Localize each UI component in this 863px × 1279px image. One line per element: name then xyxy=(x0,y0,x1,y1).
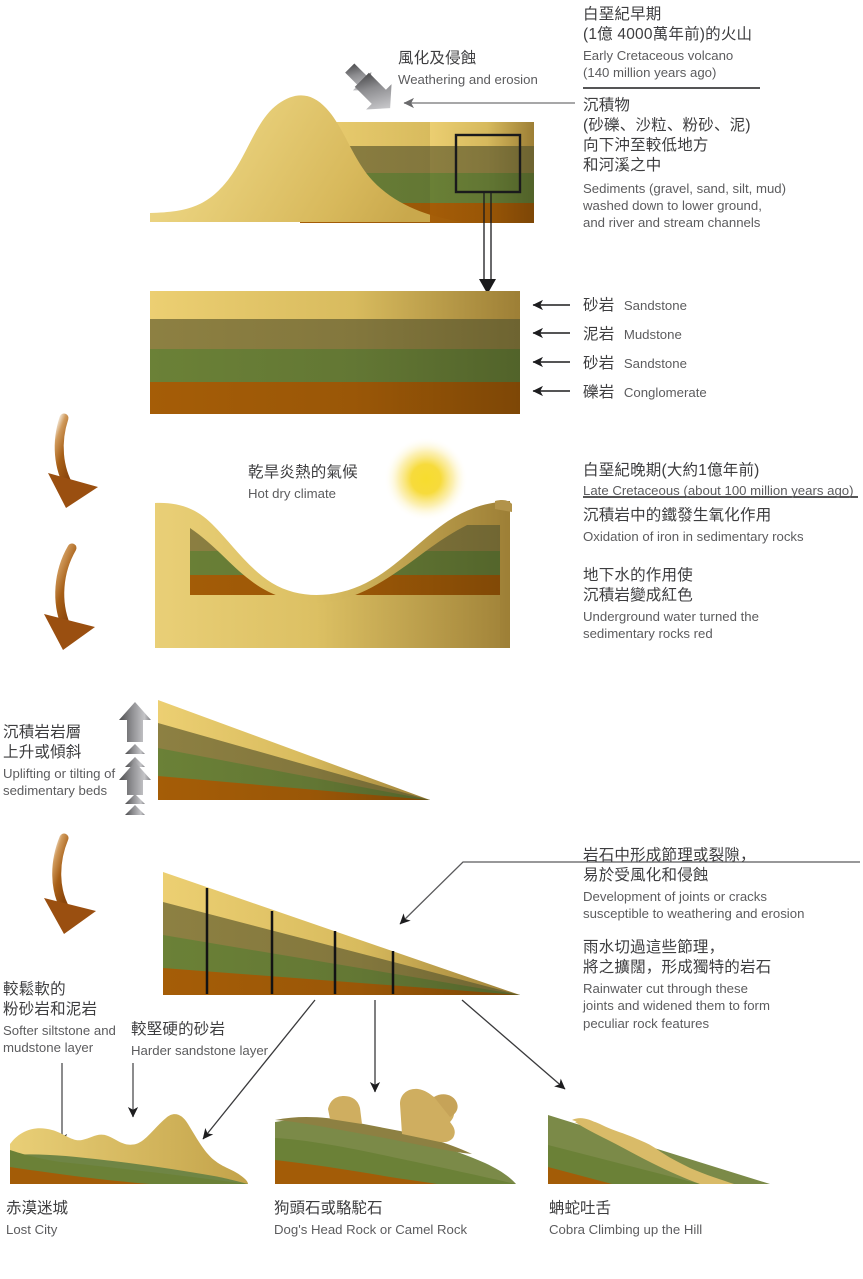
sediments-zh-4: 和河溪之中 xyxy=(583,157,662,175)
landform-lost-city xyxy=(10,1114,248,1184)
late-cretaceous-en: Late Cretaceous (about 100 million years… xyxy=(583,483,854,499)
groundwater-en-2: sedimentary rocks red xyxy=(583,626,713,642)
volcano-heading-zh-1: 白堊紀早期 xyxy=(583,6,662,23)
process-arrow-2 xyxy=(44,543,95,650)
joints-zh-1: 岩石中形成節理或裂隙， xyxy=(583,847,756,864)
joints-block: 岩石中形成節理或裂隙， 易於受風化和侵蝕 Development of join… xyxy=(583,846,804,923)
layer-label-1: 泥岩 Mudstone xyxy=(583,325,682,345)
uplift-zh-1: 沉積岩岩層 xyxy=(3,724,82,741)
softer-zh-1: 較鬆軟的 xyxy=(3,981,66,998)
sediments-zh-3: 向下沖至較低地方 xyxy=(583,137,709,155)
volcano-heading-en-1: Early Cretaceous volcano xyxy=(583,48,734,64)
layer-label-2: 砂岩 Sandstone xyxy=(583,354,687,374)
landform-connector-arrows xyxy=(202,999,566,1140)
rainwater-block: 雨水切過這些節理， 將之擴闊，形成獨特的岩石 Rainwater cut thr… xyxy=(583,938,771,1032)
layer-label-3: 礫岩 Conglomerate xyxy=(583,383,707,403)
layer-label-2-en: Sandstone xyxy=(623,356,687,371)
joints-en-2: susceptible to weathering and erosion xyxy=(583,906,805,922)
softer-zh-2: 粉砂岩和泥岩 xyxy=(3,1001,98,1019)
groundwater-en-1: Underground water turned the xyxy=(583,609,759,625)
process-arrow-3 xyxy=(44,833,96,934)
landform-dogs-head-rock xyxy=(275,1088,516,1184)
harder-layer-block: 較堅硬的砂岩 Harder sandstone layer xyxy=(131,1020,268,1059)
layer-label-3-en: Conglomerate xyxy=(623,385,707,400)
layer-label-1-en: Mudstone xyxy=(623,327,682,342)
sediments-zh-2: (砂礫、沙粒、粉砂、泥) xyxy=(583,117,751,135)
joints-zh-2: 易於受風化和侵蝕 xyxy=(583,867,709,885)
sun-icon xyxy=(384,437,468,521)
rainwater-zh-1: 雨水切過這些節理， xyxy=(583,939,725,956)
sediments-en-3: and river and stream channels xyxy=(583,214,761,230)
uplift-en-2: sedimentary beds xyxy=(3,783,108,799)
weathering-label-zh: 風化及侵蝕 xyxy=(398,50,477,67)
groundwater-zh-1: 地下水的作用使 xyxy=(583,567,693,584)
volcano-heading-en-2: (140 million years ago) xyxy=(583,65,717,81)
sediments-zh-1: 沉積物 xyxy=(583,97,631,114)
stage5-jointed-beds xyxy=(163,872,520,995)
caption-dogs-head-zh: 狗頭石或駱駝石 xyxy=(274,1200,383,1217)
oxidation-zh: 沉積岩中的鐵發生氧化作用 xyxy=(583,507,772,524)
stage1-volcano-scene xyxy=(150,63,760,294)
oxidation-en: Oxidation of iron in sedimentary rocks xyxy=(583,529,804,545)
layer-label-1-zh: 泥岩 xyxy=(583,326,615,343)
uplift-block: 沉積岩岩層 上升或傾斜 Uplifting or tilting of sedi… xyxy=(3,723,115,800)
harder-en-1: Harder sandstone layer xyxy=(131,1043,269,1059)
layer-label-2-zh: 砂岩 xyxy=(583,355,615,372)
caption-dogs-head: 狗頭石或駱駝石 Dog's Head Rock or Camel Rock xyxy=(274,1199,467,1238)
volcano-cone xyxy=(150,95,462,222)
weathering-arrows-icon xyxy=(345,63,392,110)
softer-en-1: Softer siltstone and xyxy=(3,1023,116,1039)
process-arrow-1 xyxy=(48,413,98,508)
late-cretaceous-zh: 白堊紀晚期(大約1億年前) xyxy=(583,462,760,479)
layer-label-3-zh: 礫岩 xyxy=(583,384,615,401)
caption-lost-city-en: Lost City xyxy=(6,1222,58,1238)
rainwater-en-1: Rainwater cut through these xyxy=(583,981,748,997)
climate-zh: 乾旱炎熱的氣候 xyxy=(248,464,358,481)
climate-en: Hot dry climate xyxy=(248,486,336,502)
zoom-highlight-box xyxy=(454,133,522,194)
sediments-en-1: Sediments (gravel, sand, silt, mud) xyxy=(583,180,787,196)
weathering-label-en: Weathering and erosion xyxy=(398,72,538,88)
rainwater-en-3: peculiar rock features xyxy=(583,1015,710,1031)
oxidation-block: 沉積岩中的鐵發生氧化作用 Oxidation of iron in sedime… xyxy=(583,506,804,545)
zoom-leader-lines xyxy=(483,192,492,281)
layer-label-0: 砂岩 Sandstone xyxy=(583,296,687,316)
softer-layer-block: 較鬆軟的 粉砂岩和泥岩 Softer siltstone and mudston… xyxy=(3,980,116,1057)
caption-cobra-zh: 蚺蛇吐舌 xyxy=(549,1200,612,1217)
rainwater-en-2: joints and widened them to form xyxy=(583,998,770,1014)
sediments-en-2: washed down to lower ground, xyxy=(583,197,762,213)
softer-en-2: mudstone layer xyxy=(3,1040,94,1056)
uplift-zh-2: 上升或傾斜 xyxy=(3,744,82,762)
weathering-label: 風化及侵蝕 Weathering and erosion xyxy=(398,49,538,88)
joint-cracks xyxy=(205,888,395,994)
basin-layers xyxy=(190,525,500,648)
uplift-en-1: Uplifting or tilting of xyxy=(3,766,116,782)
caption-dogs-head-en: Dog's Head Rock or Camel Rock xyxy=(274,1222,468,1238)
stage2-rock-layers xyxy=(150,291,520,414)
rainwater-zh-2: 將之擴闊，形成獨特的岩石 xyxy=(583,959,772,977)
caption-cobra-en: Cobra Climbing up the Hill xyxy=(549,1222,703,1238)
caption-lost-city: 赤漠迷城 Lost City xyxy=(6,1199,68,1238)
sediments-block: 沉積物 (砂礫、沙粒、粉砂、泥) 向下沖至較低地方 和河溪之中 Sediment… xyxy=(583,96,786,231)
layer-label-0-en: Sandstone xyxy=(623,298,687,313)
groundwater-zh-2: 沉積岩變成紅色 xyxy=(583,587,693,605)
late-cretaceous-heading: 白堊紀晚期(大約1億年前) Late Cretaceous (about 100… xyxy=(583,461,854,499)
volcano-heading-zh-2: (1億 4000萬年前)的火山 xyxy=(583,26,753,44)
early-cretaceous-heading: 白堊紀早期 (1億 4000萬年前)的火山 Early Cretaceous v… xyxy=(583,5,752,82)
layer-label-0-zh: 砂岩 xyxy=(583,297,615,314)
hot-dry-climate-label: 乾旱炎熱的氣候 Hot dry climate xyxy=(248,463,358,502)
landform-cobra-hill xyxy=(548,1115,770,1184)
joints-en-1: Development of joints or cracks xyxy=(583,889,767,905)
uplift-arrows-icon xyxy=(119,702,151,815)
stage1-block-right-overlay xyxy=(430,122,534,223)
joints-leader-line xyxy=(399,861,860,925)
zoom-leader-arrowhead xyxy=(479,279,496,294)
caption-cobra: 蚺蛇吐舌 Cobra Climbing up the Hill xyxy=(549,1199,702,1238)
caption-lost-city-zh: 赤漠迷城 xyxy=(6,1200,69,1217)
stage2-layer-arrows xyxy=(532,299,570,397)
stage4-tilted-beds xyxy=(158,700,430,800)
groundwater-block: 地下水的作用使 沉積岩變成紅色 Underground water turned… xyxy=(583,566,759,643)
harder-zh-1: 較堅硬的砂岩 xyxy=(131,1021,226,1038)
